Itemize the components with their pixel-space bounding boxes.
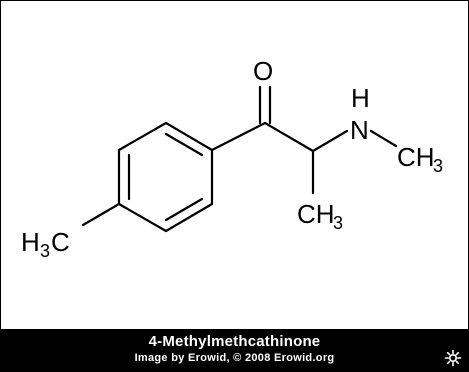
erowid-logo-icon: [444, 349, 462, 367]
n-methyl-label: CH: [397, 142, 435, 172]
aryl-methyl-bond: [81, 202, 121, 227]
alpha-methyl-subscript: 3: [333, 213, 343, 233]
ring-bond-6: [117, 121, 168, 152]
benzene-ring: [117, 121, 214, 233]
aryl-methyl-h-label: H: [21, 227, 40, 257]
nitrogen-methyl-bond: [369, 129, 398, 148]
alpha-nitrogen-bond: [311, 129, 349, 153]
n-methyl-subscript: 3: [433, 156, 443, 176]
nitrogen-label: N: [350, 115, 369, 145]
aryl-methyl-subscript: 3: [40, 241, 50, 261]
aryl-carbonyl-bond: [210, 121, 267, 152]
ring-inner-bond-1: [164, 132, 204, 157]
aryl-methyl-c-label: C: [51, 227, 70, 257]
nh-hydrogen-label: H: [351, 83, 370, 113]
ring-bond-1: [164, 121, 214, 152]
molecule-structure: O H N CH 3 CH 3 H 3 C: [21, 56, 443, 261]
ring-bond-3: [164, 202, 214, 233]
alpha-methyl-label: CH: [297, 199, 335, 229]
oxygen-label: O: [253, 56, 273, 86]
image-credit: Image by Erowid, © 2008 Erowid.org: [134, 352, 335, 364]
ring-bond-4: [117, 202, 168, 233]
caption-bar: 4-Methylmethcathinone Image by Erowid, ©…: [1, 329, 468, 371]
compound-name: 4-Methylmethcathinone: [148, 333, 321, 350]
carbonyl-alpha-bond: [263, 121, 315, 153]
ring-inner-bond-2: [164, 197, 204, 222]
